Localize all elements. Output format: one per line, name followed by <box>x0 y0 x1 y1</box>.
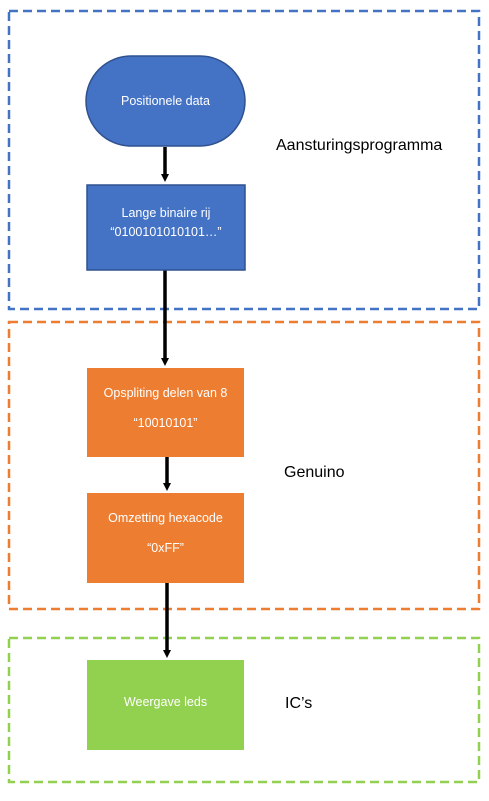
node-leds-label: Weergave leds <box>124 695 207 709</box>
node-hex <box>87 493 244 583</box>
node-split-value: “10010101” <box>134 416 198 430</box>
node-binary-row <box>86 184 246 271</box>
node-positional-data-label: Positionele data <box>121 94 210 108</box>
group-label-genuino: Genuino <box>284 464 345 481</box>
group-ics-border <box>7 636 481 784</box>
group-label-program: Aansturingsprogramma <box>276 137 442 154</box>
group-program-border <box>7 9 481 311</box>
node-positional-data <box>85 55 246 147</box>
group-label-ics: IC’s <box>285 695 312 712</box>
node-binary-row-value: “0100101010101…” <box>110 225 221 239</box>
node-split-label: Opspliting delen van 8 <box>104 386 228 400</box>
node-binary-row-label: Lange binaire rij <box>122 206 211 220</box>
node-split <box>87 368 244 457</box>
node-hex-label: Omzetting hexacode <box>108 511 223 525</box>
node-leds <box>87 660 244 750</box>
node-hex-value: “0xFF” <box>147 541 184 555</box>
